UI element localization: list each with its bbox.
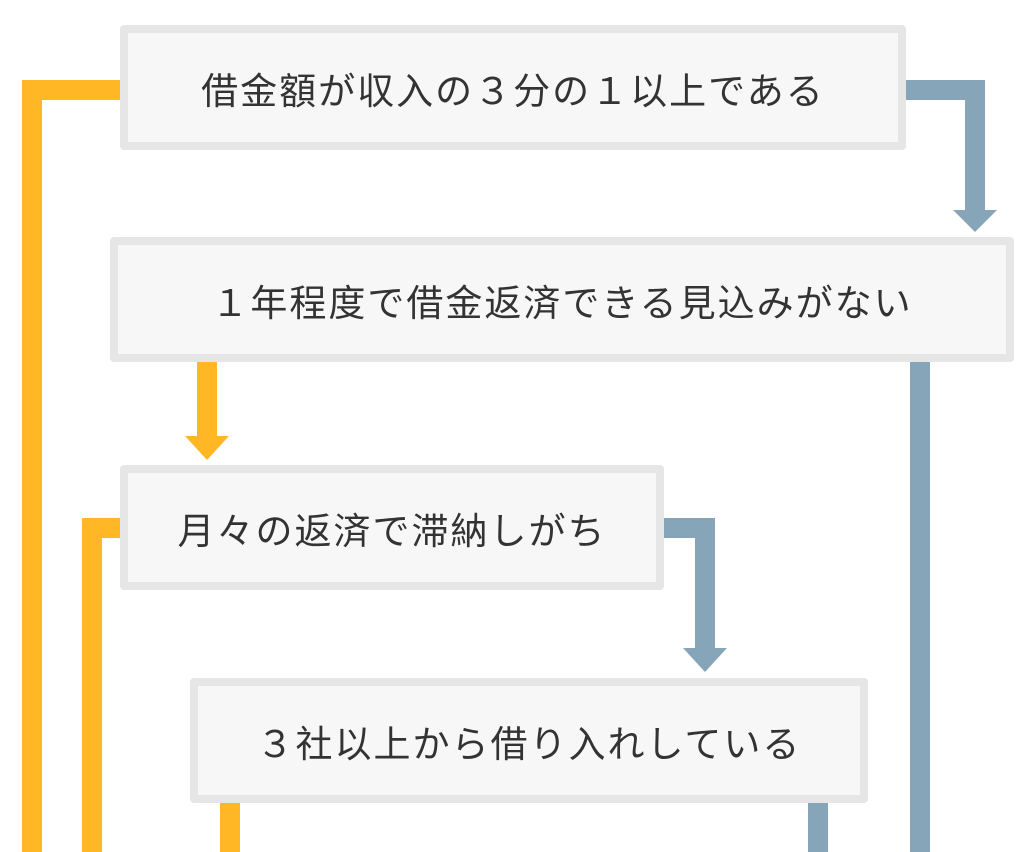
arrowhead-no-1 [953, 210, 997, 232]
flow-node-multiple-lenders: ３社以上から借り入れしている [190, 678, 868, 803]
arrowhead-no-3 [683, 648, 727, 672]
connector-no-3 [664, 518, 715, 650]
connector-no-1 [906, 80, 985, 212]
flow-node-debt-ratio: 借金額が収入の３分の１以上である [120, 25, 906, 150]
arrowhead-yes-2 [185, 436, 229, 460]
connector-yes-1 [22, 80, 120, 852]
flow-node-monthly-arrears: 月々の返済で滞納しがち [120, 465, 664, 590]
connector-yes-3 [82, 518, 120, 852]
flow-node-repayment-outlook: １年程度で借金返済できる見込みがない [110, 237, 1014, 362]
